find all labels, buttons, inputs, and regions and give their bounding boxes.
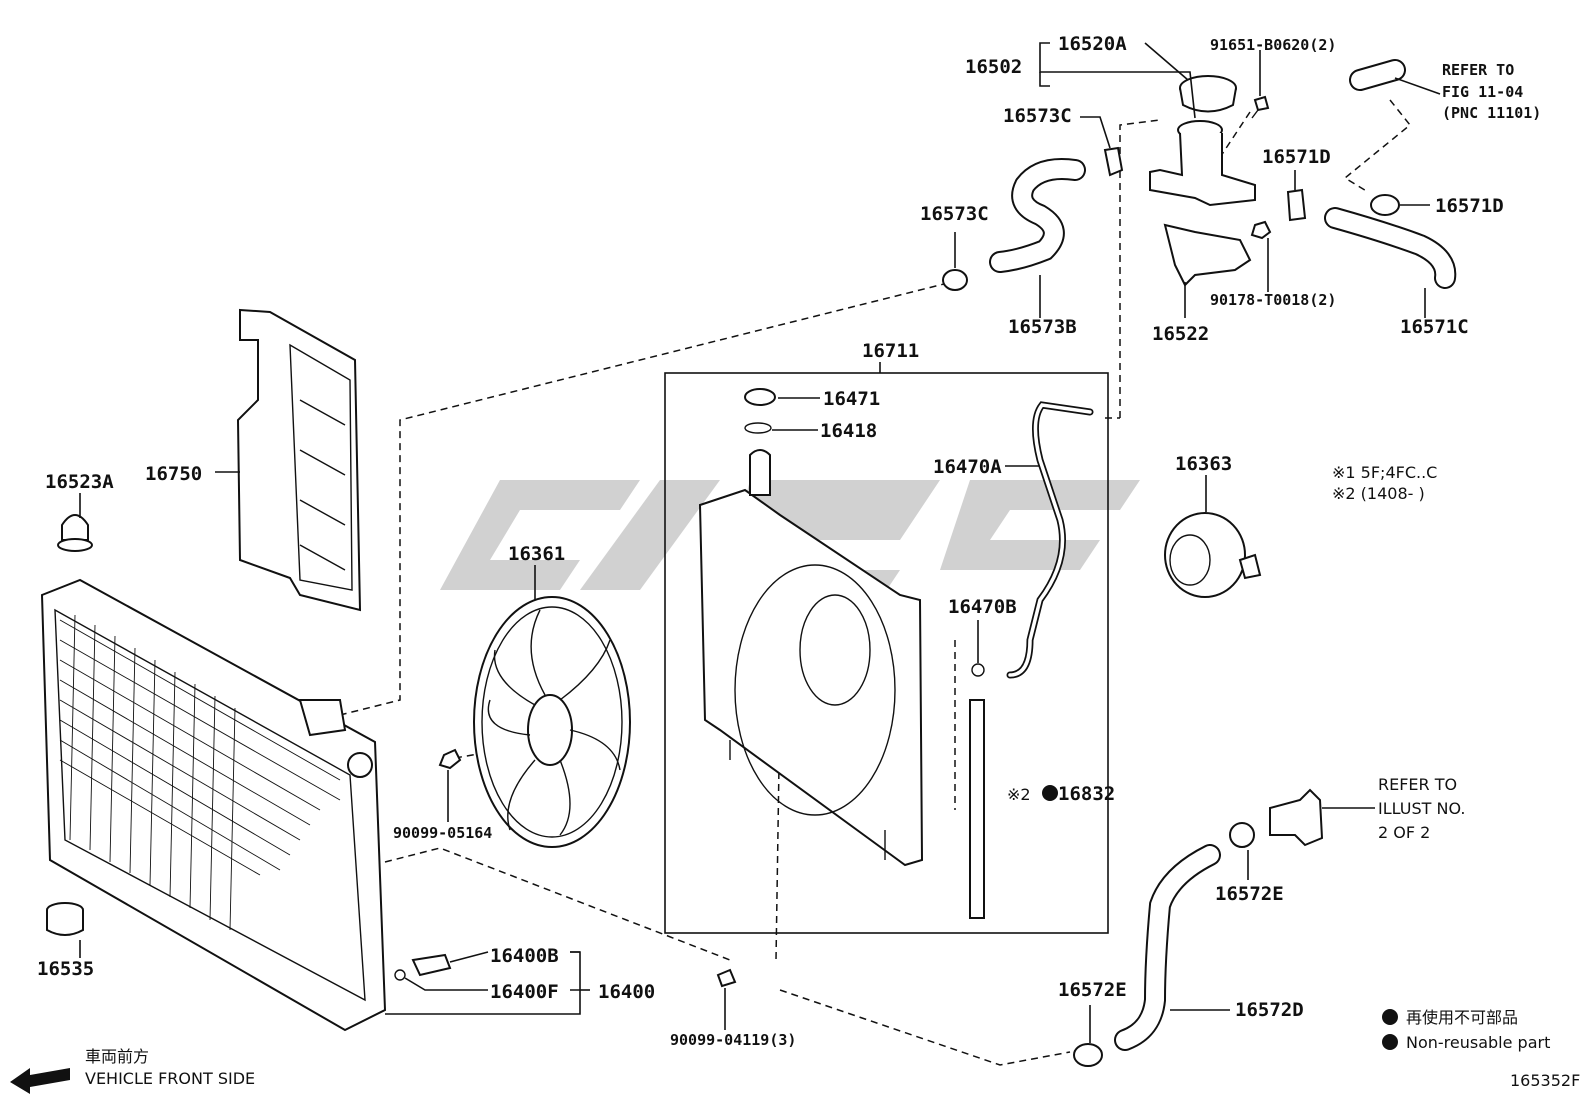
applicability-notes: ※1 5F;4FC..C ※2 (1408- ): [1332, 463, 1437, 503]
label-16711: 16711: [862, 340, 919, 362]
note-2: ※2 (1408- ): [1332, 484, 1425, 503]
label-16400F: 16400F: [490, 981, 559, 1003]
fan-motor-16363: [1164, 512, 1262, 598]
label-16522: 16522: [1152, 323, 1209, 345]
label-90099-05164: 90099-05164: [393, 824, 492, 842]
clamp-16571D-left: [1286, 188, 1307, 222]
legend: 再使用不可部品 Non-reusable part: [1382, 1008, 1550, 1052]
label-16573C-lower: 16573C: [920, 203, 989, 225]
label-90099-04119: 90099-04119(3): [670, 1031, 796, 1049]
label-16400B: 16400B: [490, 945, 559, 967]
clamp-16572E-upper: [1229, 822, 1255, 848]
refer-fig-line2: FIG 11-04: [1442, 83, 1523, 101]
refer-fig-line1: REFER TO: [1442, 61, 1514, 79]
label-16470B: 16470B: [948, 596, 1017, 618]
refer-illust-line2: ILLUST NO.: [1378, 799, 1465, 818]
leader-lines: [79, 42, 1441, 1043]
legend-en: Non-reusable part: [1406, 1033, 1550, 1052]
label-16470A: 16470A: [933, 456, 1002, 478]
legend-dot-jp: [1382, 1009, 1398, 1025]
outlet-housing: [1269, 788, 1324, 847]
label-16520A: 16520A: [1058, 33, 1127, 55]
pipe-refer-fig: [1349, 59, 1406, 91]
label-16572E-lower: 16572E: [1058, 979, 1127, 1001]
part-labels: 16502 16520A 91651-B0620(2) 16573C 16573…: [37, 33, 1504, 1049]
label-90178: 90178-T0018(2): [1210, 291, 1336, 309]
note-1: ※1 5F;4FC..C: [1332, 463, 1437, 482]
label-16418: 16418: [820, 420, 877, 442]
refer-illust-line3: 2 OF 2: [1378, 823, 1430, 842]
label-16400: 16400: [598, 981, 655, 1003]
nut-90099-05164: [438, 748, 462, 770]
radiator-cap-16520A: [1179, 75, 1237, 113]
label-16502: 16502: [965, 56, 1022, 78]
label-16572E-upper: 16572E: [1215, 883, 1284, 905]
clamp-16573C-upper: [1103, 146, 1124, 177]
label-16571D-right: 16571D: [1435, 195, 1504, 217]
legend-jp: 再使用不可部品: [1406, 1008, 1518, 1027]
label-16571D-upper: 16571D: [1262, 146, 1331, 168]
vehicle-front-indicator: 車両前方 VEHICLE FRONT SIDE: [10, 1047, 255, 1094]
fan-16361: [473, 596, 631, 848]
nut-90178: [1250, 220, 1272, 240]
label-91651: 91651-B0620(2): [1210, 36, 1336, 54]
refer-fig-line3: (PNC 11101): [1442, 104, 1541, 122]
front-side-en: VEHICLE FRONT SIDE: [85, 1069, 255, 1088]
drain-cock-16400B: [411, 953, 452, 977]
label-16573B: 16573B: [1008, 316, 1077, 338]
gasket-16418: [744, 422, 772, 434]
bolt-91651: [1251, 95, 1270, 119]
clip-16470B: [971, 663, 985, 677]
label-16363: 16363: [1175, 453, 1232, 475]
label-16572D: 16572D: [1235, 999, 1304, 1021]
legend-dot-en: [1382, 1034, 1398, 1050]
non-reusable-dot-16832: [1042, 785, 1058, 801]
radiator: [40, 578, 387, 1032]
label-16535: 16535: [37, 958, 94, 980]
label-16471: 16471: [823, 388, 880, 410]
o-ring-16400F: [394, 969, 406, 981]
label-16832: 16832: [1058, 783, 1115, 805]
cushion-16523A: [57, 514, 93, 552]
cushion-16535: [46, 902, 84, 936]
clamp-16572E-lower: [1073, 1043, 1103, 1067]
note-mark-16832: ※2: [1007, 785, 1031, 804]
label-16571C: 16571C: [1400, 316, 1469, 338]
refer-illust-line1: REFER TO: [1378, 775, 1457, 794]
front-arrow-icon: [10, 1068, 70, 1094]
clamp-16573C-lower: [942, 269, 968, 291]
refer-to-fig-note: REFER TO FIG 11-04 (PNC 11101): [1442, 61, 1541, 122]
label-16361: 16361: [508, 543, 565, 565]
bolt-90099-04119: [716, 968, 737, 988]
front-side-jp: 車両前方: [85, 1047, 149, 1066]
refer-to-illust-note: REFER TO ILLUST NO. 2 OF 2: [1378, 775, 1465, 842]
air-deflector-16750: [236, 308, 362, 612]
label-16523A: 16523A: [45, 471, 114, 493]
cap-16471: [744, 388, 776, 406]
filler-neck-16502: [1149, 120, 1256, 207]
clamp-16571D-right: [1370, 194, 1400, 216]
label-16573C-upper: 16573C: [1003, 105, 1072, 127]
shroud-assembly-box: [664, 372, 1109, 934]
seal-16832: [969, 699, 985, 919]
fan-shroud: [698, 449, 924, 867]
bracket-16522: [1163, 223, 1252, 287]
diagram-id: 165352F: [1510, 1071, 1580, 1090]
label-16750: 16750: [145, 463, 202, 485]
